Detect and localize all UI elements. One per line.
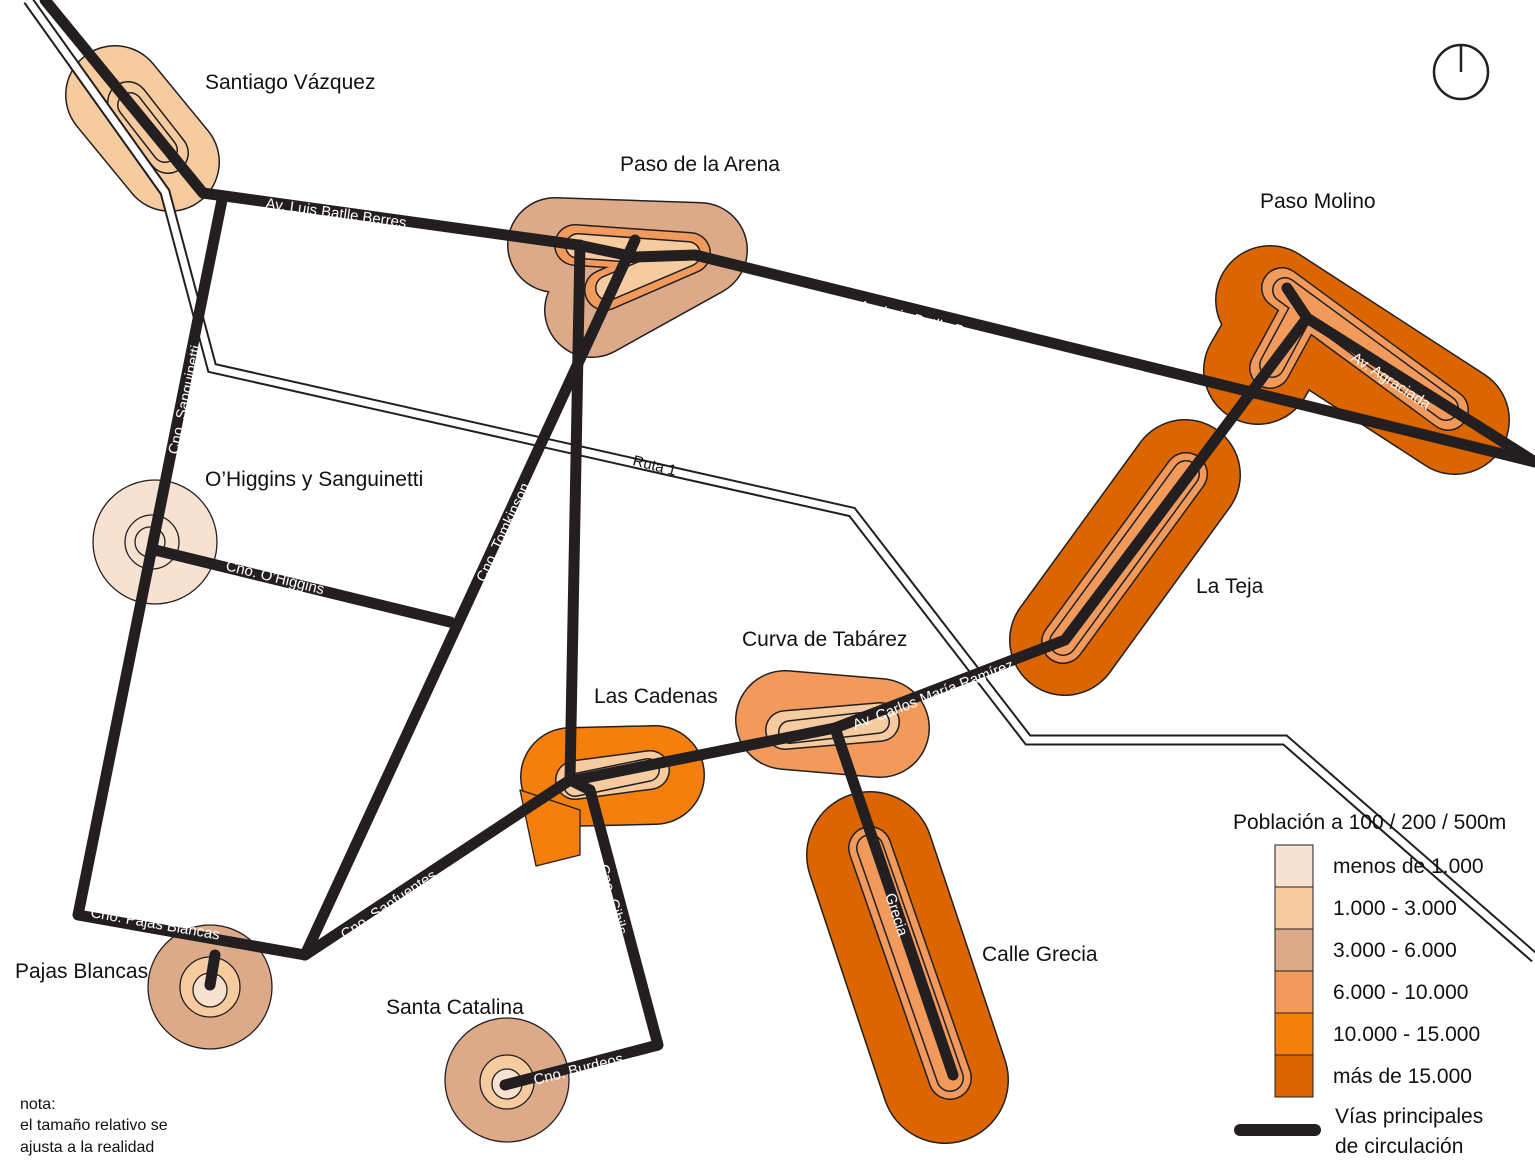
main-roads (39, 0, 1535, 1091)
legend-roads-line1: Vías principales (1335, 1105, 1483, 1128)
place-paso-molino: Paso Molino (1260, 190, 1376, 213)
note-line3: ajusta a la realidad (20, 1139, 154, 1156)
label-sanfuentes: Cno. Sanfuentes (338, 867, 440, 944)
note: nota: el tamaño relativo se ajusta a la … (20, 1096, 168, 1156)
road-paso-arena-south (564, 239, 586, 786)
road-luis-batlle-berres (39, 0, 1535, 468)
north-arrow-icon (1432, 43, 1490, 101)
legend-item-label: 10.000 - 15.000 (1333, 1023, 1480, 1046)
place-ohiggins-sanguinetti: O’Higgins y Sanguinetti (205, 468, 423, 491)
place-la-teja: La Teja (1196, 575, 1264, 598)
catchment-zones (65, 45, 1510, 1144)
note-line2: el tamaño relativo se (20, 1117, 168, 1134)
road-pajas-blancas-stub (204, 949, 221, 991)
label-pajas-blancas: Cno. Pajas Blancas (89, 904, 221, 943)
place-pajas-blancas: Pajas Blancas (15, 960, 148, 983)
legend-swatch (1274, 1054, 1314, 1098)
note-line1: nota: (20, 1096, 56, 1113)
legend-swatch (1274, 1012, 1314, 1056)
legend-swatch (1274, 928, 1314, 972)
place-labels: Santiago Vázquez Paso de la Arena Paso M… (15, 71, 1376, 1019)
place-calle-grecia: Calle Grecia (982, 943, 1098, 966)
place-las-cadenas: Las Cadenas (594, 685, 718, 708)
road-agraciada-south (1059, 312, 1313, 646)
label-sanguinetti: Cno. Sanguinetti (165, 344, 205, 456)
road-ohiggins (149, 544, 456, 628)
legend-item-label: menos de 1.000 (1333, 855, 1484, 878)
legend-swatch (1274, 844, 1314, 888)
legend-item-label: 1.000 - 3.000 (1333, 897, 1457, 920)
legend-roads-line2: de circulación (1335, 1135, 1463, 1158)
place-paso-de-la-arena: Paso de la Arena (620, 153, 780, 176)
road-sanguinetti (72, 194, 311, 961)
legend-swatch (1274, 970, 1314, 1014)
legend-swatches: menos de 1.000 1.000 - 3.000 3.000 - 6.000… (1274, 844, 1484, 1098)
legend-title: Población a 100 / 200 / 500m (1233, 811, 1506, 834)
road-sanfuentes (299, 774, 576, 961)
legend-item-label: 3.000 - 6.000 (1333, 939, 1457, 962)
label-cibils: Cno. Cibils (594, 862, 630, 936)
legend-item-label: 6.000 - 10.000 (1333, 981, 1468, 1004)
place-santiago-vazquez: Santiago Vázquez (205, 71, 375, 94)
label-ruta1: Ruta 1 (631, 452, 678, 479)
legend-swatch (1274, 886, 1314, 930)
label-ohiggins: Cno. O’Higgins (224, 557, 326, 598)
legend-item-label: más de 15.000 (1333, 1065, 1472, 1088)
legend: Población a 100 / 200 / 500m menos de 1.… (1233, 811, 1506, 1158)
ruta-1-road (23, 0, 1535, 963)
road-cibils (499, 774, 664, 1091)
place-curva-de-tabarez: Curva de Tabárez (742, 628, 907, 651)
label-tomkinson: Cno. Tomkinson (473, 480, 534, 584)
place-santa-catalina: Santa Catalina (386, 996, 524, 1019)
road-grecia (829, 722, 959, 1081)
label-luis-batlle-1: Av. Luis Batlle Berres (264, 195, 407, 232)
